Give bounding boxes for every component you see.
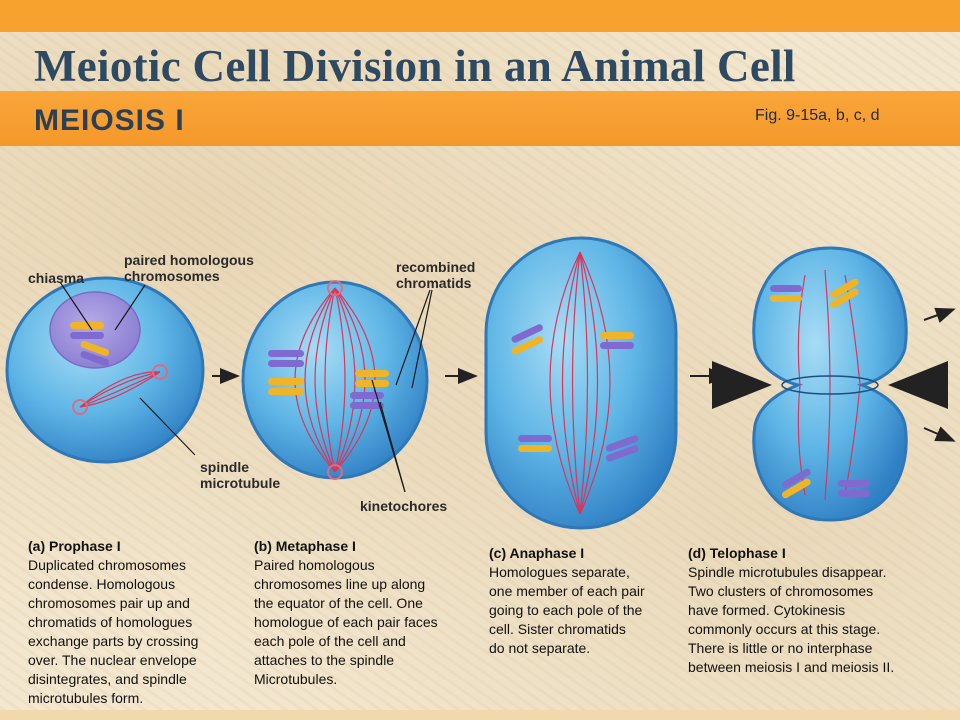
meiosis-illustration: [5, 236, 956, 530]
stage-anaphase-i: (c) Anaphase I Homologues separate, one …: [489, 544, 645, 658]
prophase-cell: [5, 276, 205, 464]
stage-title: (d) Telophase I: [688, 545, 786, 561]
stage-title: (c) Anaphase I: [489, 545, 585, 561]
bottom-bar: [0, 710, 960, 720]
page-title: Meiotic Cell Division in an Animal Cell: [34, 41, 796, 91]
meiosis-diagram: chiasma paired homologous chromosomes sp…: [0, 230, 960, 535]
leader-lines: [59, 281, 433, 493]
label-chiasma: chiasma: [28, 270, 85, 286]
stage-prophase-i: (a) Prophase I Duplicated chromosomes co…: [28, 537, 198, 708]
stage-metaphase-i: (b) Metaphase I Paired homologous chromo…: [254, 537, 438, 689]
telophase-cell: [712, 246, 948, 522]
anaphase-spindle: [549, 251, 611, 515]
anaphase-cell: [484, 236, 678, 530]
stage-description: Homologues separate, one member of each …: [489, 564, 645, 656]
cleavage-furrow: [781, 375, 879, 395]
arrow-exit-bottom: [923, 426, 956, 442]
metaphase-cell: [241, 280, 429, 480]
stage-title: (b) Metaphase I: [254, 538, 356, 554]
stage-description: Paired homologous chromosomes line up al…: [254, 557, 438, 687]
prophase-chromosomes: [70, 322, 110, 366]
section-title: MEIOSIS I: [34, 104, 185, 137]
stage-description: Spindle microtubules disappear. Two clus…: [688, 564, 895, 675]
anaphase-chromosomes: [511, 324, 639, 462]
label-recombined-chromatids: recombined chromatids: [396, 259, 476, 291]
label-spindle-microtubule: spindle microtubule: [200, 459, 281, 491]
figure-reference: Fig. 9-15a, b, c, d: [755, 107, 880, 124]
section-band: [0, 91, 960, 146]
metaphase-chromosomes: [268, 350, 389, 409]
top-accent-bar: [0, 0, 960, 32]
label-paired-homologous-chromosomes: paired homologous chromosomes: [124, 252, 254, 284]
arrow-exit-top: [923, 307, 956, 323]
telophase-chromosomes: [770, 278, 870, 499]
stage-description: Duplicated chromosomes condense. Homolog…: [28, 557, 199, 706]
stage-title: (a) Prophase I: [28, 538, 121, 554]
stage-telophase-i: (d) Telophase I Spindle microtubules dis…: [688, 544, 894, 677]
label-kinetochores: kinetochores: [360, 498, 448, 514]
